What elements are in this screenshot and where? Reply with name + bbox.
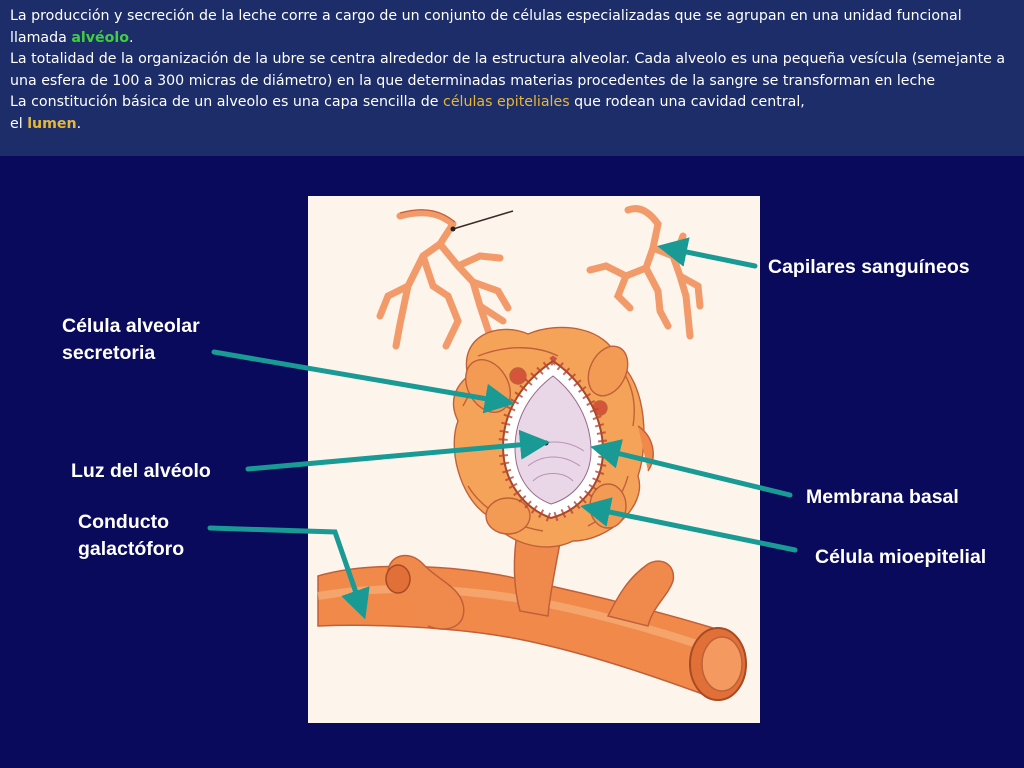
label-mioepitelial: Célula mioepitelial xyxy=(815,546,987,568)
label-capilares: Capilares sanguíneos xyxy=(768,256,970,278)
label-celula-alveolar: Célula alveolar secretoria xyxy=(62,315,200,364)
label-conducto: Conducto galactóforo xyxy=(78,511,185,560)
epithelial-layer xyxy=(498,355,608,523)
term-lumen: lumen xyxy=(27,115,77,132)
arrow-celula-alveolar xyxy=(211,349,515,414)
capillaries-right xyxy=(586,205,704,340)
term-celulas-epiteliales: células epiteliales xyxy=(443,94,570,110)
galactophore-duct xyxy=(317,525,747,701)
arrow-capilares xyxy=(657,237,758,269)
intro-paragraph-2: La totalidad de la organización de la ub… xyxy=(10,51,1006,89)
capillaries-left-outline xyxy=(399,209,456,223)
label-membrana: Membrana basal xyxy=(806,486,959,508)
label-luz: Luz del alvéolo xyxy=(71,460,211,482)
term-alveolo: alvéolo xyxy=(71,29,129,46)
intro-text-panel: La producción y secreción de la leche co… xyxy=(0,0,1024,156)
intro-paragraph-1: La producción y secreción de la leche co… xyxy=(10,8,962,46)
intro-paragraph-3: La constitución básica de un alveolo es … xyxy=(10,94,805,132)
capillaries-left xyxy=(376,209,512,350)
arrow-conducto xyxy=(207,525,370,620)
arrow-luz xyxy=(245,429,550,472)
arrow-mioepitelial xyxy=(580,497,798,553)
arrow-membrana xyxy=(590,439,793,498)
